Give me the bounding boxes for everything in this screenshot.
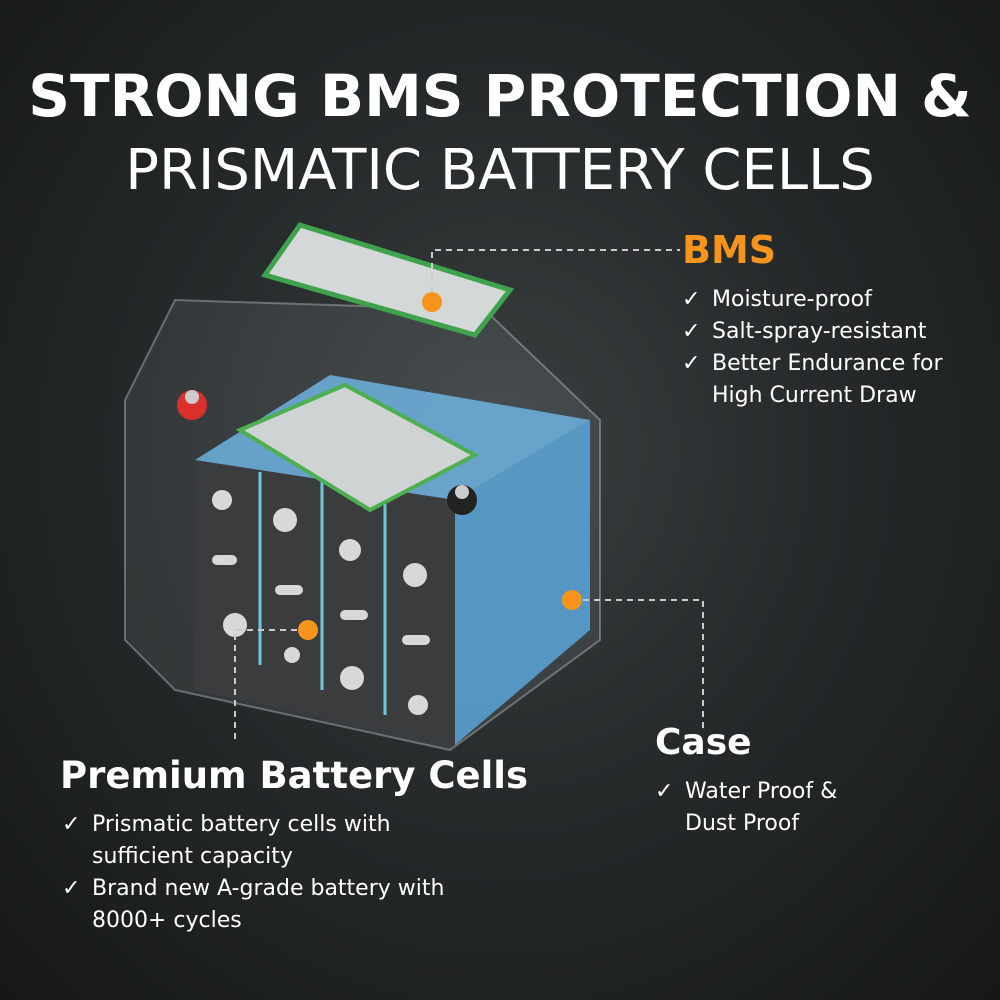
bms-heading: BMS [682, 228, 777, 272]
check-icon: ✓ [682, 351, 701, 376]
callout-lines [234, 249, 704, 740]
bms-board [260, 222, 515, 338]
case-heading: Case [655, 722, 752, 763]
cell-dividers [258, 472, 387, 715]
list-item: ✓Better Endurance for High Current Draw [682, 348, 982, 412]
case-dot [562, 590, 582, 610]
check-icon: ✓ [62, 876, 81, 901]
check-icon: ✓ [655, 779, 674, 804]
check-icon: ✓ [682, 319, 701, 344]
cells-dot [298, 620, 318, 640]
cells-features: ✓Prismatic battery cells with sufficient… [62, 809, 502, 937]
cell-terminals [212, 490, 430, 715]
check-icon: ✓ [682, 287, 701, 312]
case-features: ✓Water Proof & Dust Proof [655, 776, 855, 840]
negative-terminal [447, 485, 477, 515]
bms-dot [422, 292, 442, 312]
list-item: ✓Moisture-proof [682, 284, 982, 316]
list-item: ✓Salt-spray-resistant [682, 316, 982, 348]
title-line-2: PRISMATIC BATTERY CELLS [125, 138, 875, 203]
list-item: ✓Water Proof & Dust Proof [655, 776, 855, 840]
title-line-1: STRONG BMS PROTECTION & [28, 62, 972, 130]
check-icon: ✓ [62, 812, 81, 837]
list-item: ✓Prismatic battery cells with sufficient… [62, 809, 502, 873]
bms-features: ✓Moisture-proof ✓Salt-spray-resistant ✓B… [682, 284, 982, 412]
list-item: ✓Brand new A-grade battery with 8000+ cy… [62, 873, 502, 937]
cells-heading: Premium Battery Cells [60, 754, 528, 797]
positive-terminal [177, 390, 207, 420]
inner-bms-board [235, 382, 480, 513]
callout-dots [298, 292, 582, 640]
cells-side [455, 420, 590, 745]
